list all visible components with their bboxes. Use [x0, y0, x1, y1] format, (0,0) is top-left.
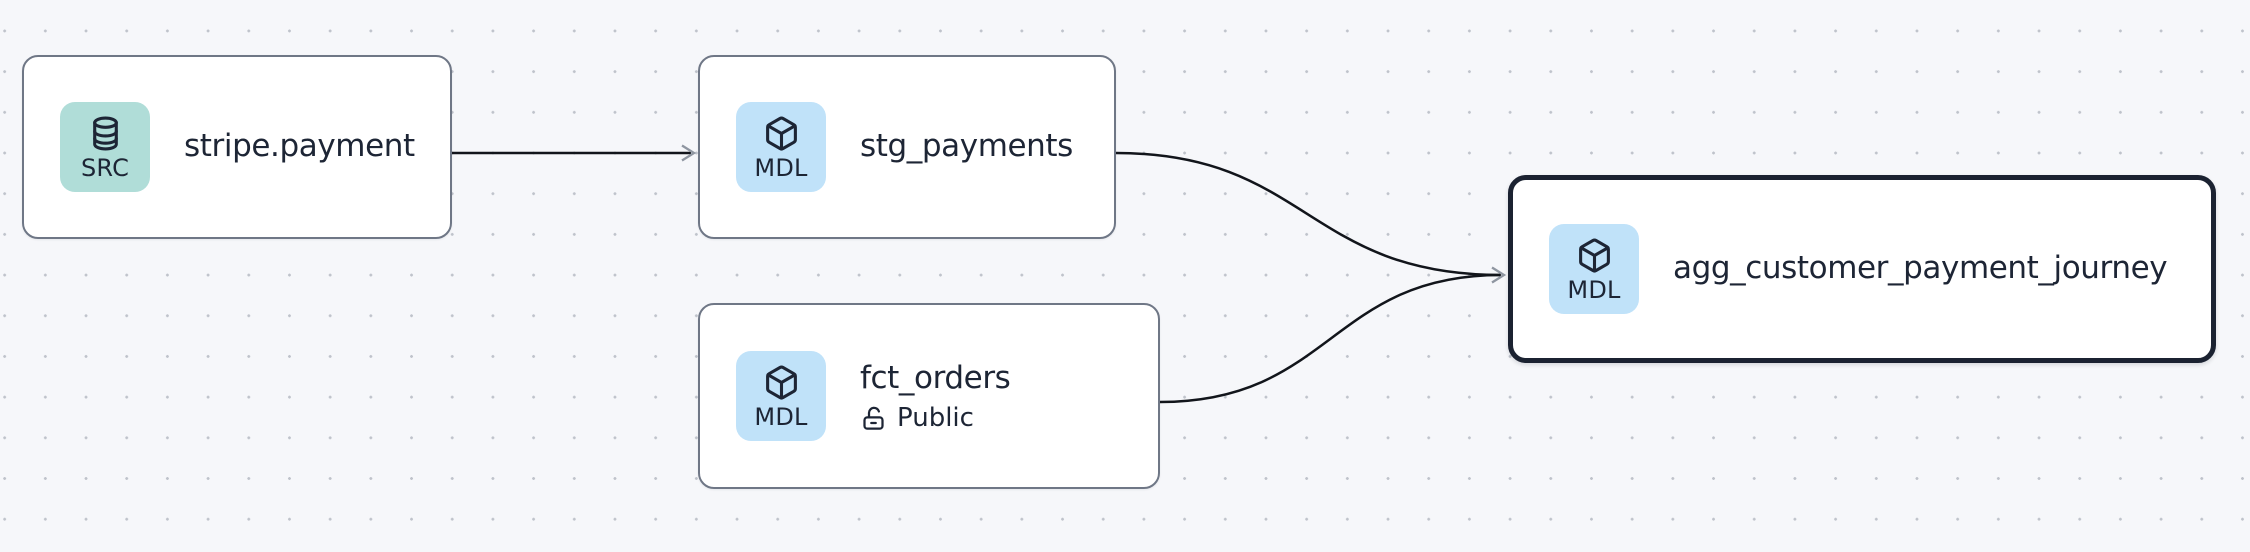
cube-icon: [765, 116, 797, 151]
node-title: fct_orders: [860, 360, 1011, 397]
node-agg-customer-payment-journey[interactable]: MDL agg_customer_payment_journey: [1508, 175, 2216, 363]
access-row: Public: [860, 405, 1010, 432]
database-icon: [92, 116, 118, 150]
node-text: stg_payments: [860, 128, 1073, 165]
node-stg-payments[interactable]: MDL stg_payments: [698, 55, 1116, 239]
arrowhead-icon: [681, 144, 697, 162]
arrowhead-icon: [1491, 266, 1507, 284]
node-fct-orders[interactable]: MDL fct_orders Public: [698, 303, 1160, 489]
model-type-badge: MDL: [1549, 224, 1639, 314]
cube-icon: [1578, 238, 1610, 273]
source-type-badge: SRC: [60, 102, 150, 192]
badge-label: SRC: [80, 153, 130, 182]
node-text: stripe.payment: [184, 128, 415, 165]
node-stripe-payment[interactable]: SRC stripe.payment: [22, 55, 452, 239]
edge-stg-payments-to-agg-customer-payment-journey[interactable]: [1115, 151, 1502, 277]
model-type-badge: MDL: [736, 102, 826, 192]
node-title: agg_customer_payment_journey: [1673, 250, 2168, 287]
node-title: stg_payments: [860, 128, 1073, 165]
edge-fct-orders-to-agg-customer-payment-journey[interactable]: [1159, 273, 1502, 404]
node-text: fct_orders Public: [860, 360, 1011, 432]
model-type-badge: MDL: [736, 351, 826, 441]
access-label: Public: [897, 403, 974, 434]
lock-open-icon: [863, 406, 884, 430]
cube-icon: [765, 365, 797, 400]
badge-label: MDL: [754, 153, 808, 182]
badge-label: MDL: [1567, 275, 1621, 304]
node-text: agg_customer_payment_journey: [1673, 250, 2168, 287]
badge-label: MDL: [754, 402, 808, 431]
node-title: stripe.payment: [184, 128, 415, 165]
